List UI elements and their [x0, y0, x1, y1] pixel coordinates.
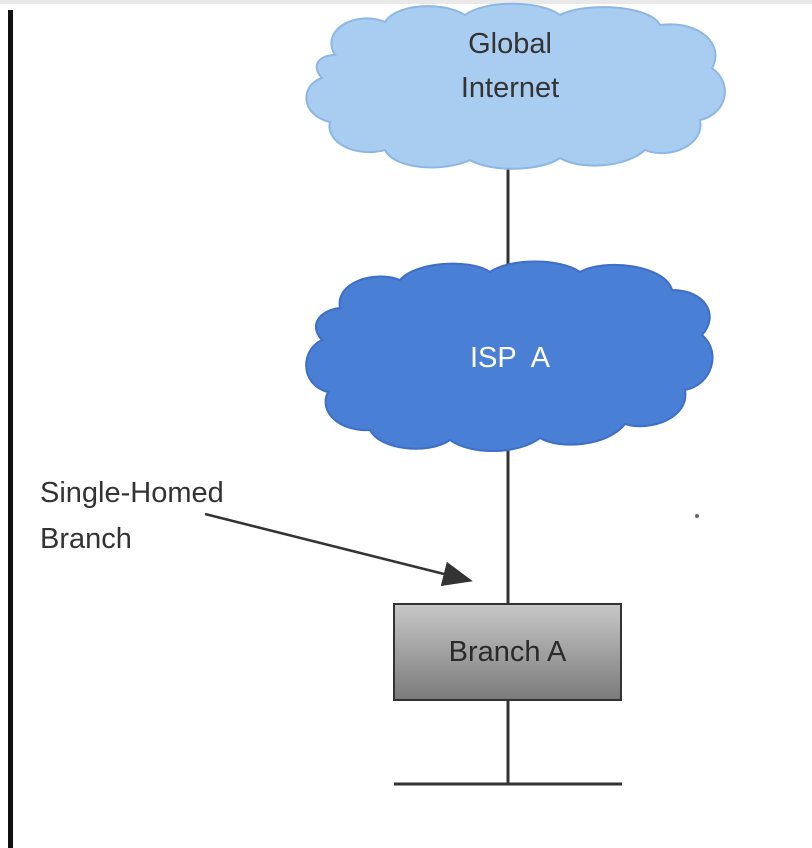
left-border-line: [8, 10, 13, 848]
isp-a-label: ISP A: [469, 342, 551, 374]
global-internet-cloud: [305, 2, 726, 170]
single-homed-annotation: Single-Homed Branch: [40, 470, 224, 562]
branch-a-box: [393, 603, 622, 701]
annotation-line2: Branch: [40, 523, 132, 555]
isp-a-cloud: [305, 260, 714, 452]
stray-dot: [695, 514, 699, 518]
annotation-arrow: [204, 512, 473, 587]
top-edge: [0, 0, 812, 4]
annotation-line1: Single-Homed: [40, 477, 224, 509]
branch-a-label: Branch A: [448, 636, 567, 668]
global-internet-label: Global Internet: [420, 22, 600, 110]
global-internet-label-line1: Global: [468, 28, 552, 60]
global-internet-label-line2: Internet: [460, 72, 560, 104]
